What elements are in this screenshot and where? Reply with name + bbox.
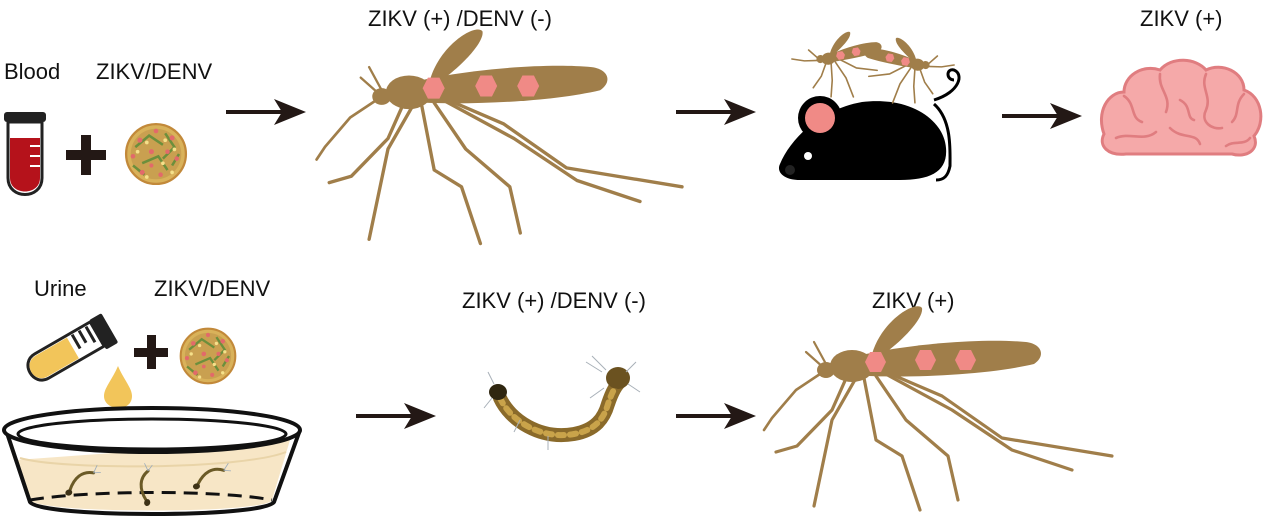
arrow-icon-5 — [674, 401, 758, 431]
mouse-icon — [778, 68, 961, 182]
virus-icon-top — [124, 122, 188, 186]
arrow-icon-4 — [354, 401, 438, 431]
mosquito-label-bottom: ZIKV (+) — [872, 288, 955, 313]
basin-icon — [2, 406, 302, 516]
blood-test-tube-icon — [4, 112, 46, 196]
virus-icon-bottom — [179, 327, 237, 385]
larva-label: ZIKV (+) /DENV (-) — [462, 288, 646, 313]
brain-icon — [1100, 58, 1263, 157]
arrow-icon-1 — [224, 97, 308, 127]
virus-label-top: ZIKV/DENV — [96, 59, 213, 84]
urine-drop-icon — [104, 366, 132, 408]
urine-test-tube-icon — [26, 313, 118, 382]
virus-label-bottom: ZIKV/DENV — [154, 276, 271, 301]
brain-label: ZIKV (+) — [1140, 6, 1223, 31]
small-mosquito-icon-left — [788, 25, 891, 108]
arrow-icon-3 — [1000, 101, 1084, 131]
mosquito-icon-top — [314, 27, 684, 246]
arrow-icon-2 — [674, 97, 758, 127]
plus-icon-top — [66, 135, 106, 175]
plus-icon-bottom — [134, 335, 168, 369]
blood-label: Blood — [4, 59, 61, 84]
larva-icon — [483, 355, 641, 450]
urine-label: Urine — [34, 276, 87, 301]
mosquito-label-top: ZIKV (+) /DENV (-) — [368, 6, 552, 31]
mosquito-icon-bottom — [762, 304, 1114, 512]
